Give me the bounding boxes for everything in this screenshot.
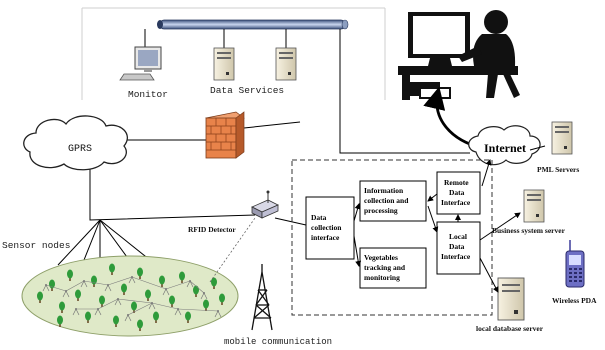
svg-text:Local Data Interfa: Local Data Interface — [441, 232, 471, 261]
mobile-communication-label: mobile communication — [224, 337, 332, 347]
sensor-links — [45, 276, 219, 316]
rfid-reader-icon — [251, 190, 279, 219]
local-database-server: local database server — [476, 277, 544, 333]
svg-text:Data collection in: Data collection interface — [311, 213, 343, 242]
pml-servers: PML Servers — [537, 121, 579, 174]
svg-text:Remote Data Interf: Remote Data Interface — [441, 178, 471, 207]
sensor-nodes-label: Sensor nodes — [2, 240, 70, 251]
cloud-icon — [468, 125, 541, 166]
user-at-computer — [398, 10, 520, 100]
internet-cloud: Internet — [468, 125, 541, 166]
pml-servers-label: PML Servers — [537, 165, 579, 174]
connection-lines — [57, 29, 470, 271]
server-icon — [213, 47, 235, 81]
system-boundary — [291, 159, 493, 316]
top-panel-frame — [81, 7, 386, 100]
wireless-pda: Wireless PDA — [552, 240, 597, 305]
monitor-icon — [119, 46, 162, 81]
firewall-icon — [205, 111, 245, 159]
user-at-computer-icon — [398, 10, 520, 100]
svg-text:Vegetables tracking and: Vegetables tracking and monitoring — [364, 253, 407, 282]
firewall — [205, 111, 245, 159]
wireless-field-link — [209, 217, 256, 283]
svg-text:Information collection a: Information collection and processing — [364, 186, 410, 215]
box-remote-data-interface: Remote Data Interface — [436, 171, 481, 215]
business-system-server: Business system server — [492, 189, 566, 235]
box-information-collection: Information collection and processing — [359, 180, 427, 222]
cloud-icon — [23, 115, 129, 171]
server-icon — [497, 277, 525, 321]
internet-pml-link — [529, 145, 546, 151]
box-local-data-interface: Local Data Interface — [436, 221, 481, 275]
business-server-label: Business system server — [492, 226, 566, 235]
rfid-detector-label: RFID Detector — [188, 225, 236, 234]
box-vegetables-tracking: Vegetables tracking and monitoring — [359, 247, 427, 289]
monitor-label: Monitor — [128, 89, 168, 100]
monitor-workstation: Monitor — [119, 29, 168, 100]
antenna-tower-icon — [251, 264, 273, 331]
server-icon — [523, 189, 545, 223]
wireless-pda-label: Wireless PDA — [552, 296, 597, 305]
pda-icon — [565, 240, 585, 288]
data-services-label: Data Services — [210, 85, 284, 96]
box-data-collection-interface: Data collection interface — [305, 196, 355, 260]
rfid-detector: RFID Detector — [188, 190, 279, 234]
network-backbone-pipe — [157, 19, 349, 30]
mobile-tower: mobile communication — [224, 264, 332, 347]
sensor-field: Sensor nodes — [2, 240, 239, 337]
gprs-label: GPRS — [68, 144, 92, 155]
server-icon — [551, 121, 573, 155]
data-services-servers: Data Services — [210, 29, 297, 96]
internal-flow-arrows — [353, 159, 521, 293]
internet-label: Internet — [484, 141, 526, 155]
server-icon — [275, 47, 297, 81]
gprs-cloud: GPRS — [23, 115, 129, 171]
local-db-label: local database server — [476, 324, 544, 333]
